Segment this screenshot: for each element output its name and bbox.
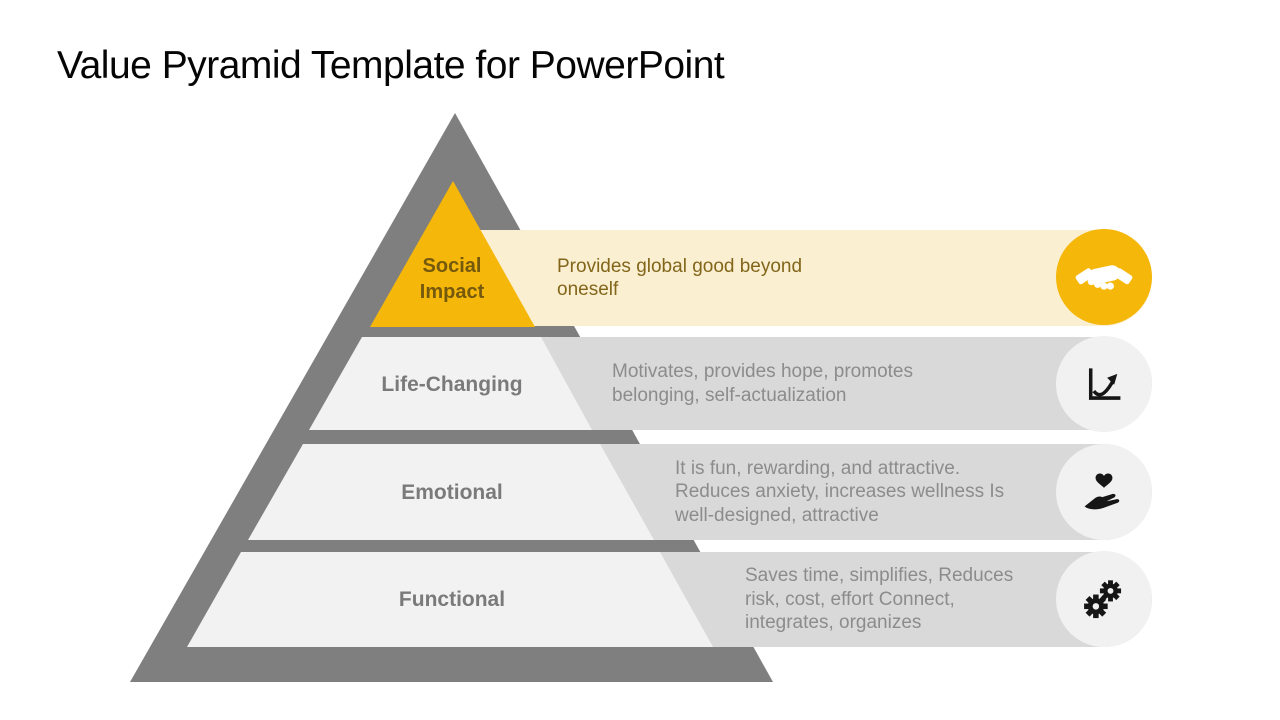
emotional-label: Emotional: [401, 481, 503, 504]
life-changing-description: Motivates, provides hope, promotes belon…: [612, 361, 913, 406]
life-changing-icon-circle: [1056, 336, 1152, 432]
growth-chart-icon: [1079, 359, 1129, 409]
gears-icon-circle: [1056, 551, 1152, 647]
life-changing-bar: [536, 337, 1152, 430]
social-impact-label: Social Impact: [419, 255, 485, 303]
functional-label: Functional: [398, 588, 506, 611]
functional-description: Saves time, simplifies, Reduces risk, co…: [745, 565, 1014, 634]
hand-heart-icon-circle: [1056, 444, 1152, 540]
hand-heart-icon: [1077, 465, 1131, 519]
life-changing-label: Life-Changing: [381, 373, 523, 396]
slide-title: Value Pyramid Template for PowerPoint: [57, 44, 725, 87]
social-impact-bar: [480, 230, 1152, 326]
social-impact-icon-circle: [1056, 229, 1152, 325]
emotional-description: It is fun, rewarding, and attractive. Re…: [675, 457, 1005, 526]
social-impact-description: Provides global good beyond oneself: [557, 255, 803, 301]
gears-icon: [1078, 573, 1130, 625]
handshake-icon: [1075, 248, 1133, 306]
